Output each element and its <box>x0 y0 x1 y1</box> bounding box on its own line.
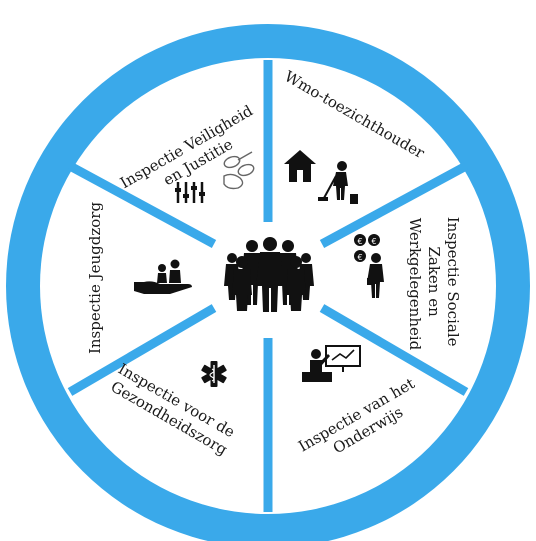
segment-label-szw: Inspectie Sociale Zaken en Werkgelegenhe… <box>406 217 462 352</box>
segment-label-jz: Inspectie Jeugdzorg <box>86 202 104 354</box>
star-of-life-icon <box>201 361 227 387</box>
svg-text:€: € <box>357 237 362 246</box>
divider-top-left <box>67 162 217 248</box>
svg-text:€: € <box>357 253 362 262</box>
divider-bottom-left <box>67 304 217 396</box>
segment-dividers <box>67 60 469 512</box>
house-and-cleaner-icon <box>284 150 358 204</box>
teacher-at-board-icon <box>302 345 361 382</box>
divider-bottom-right <box>319 304 469 396</box>
coins-and-worker-icon: € € € <box>354 234 384 298</box>
svg-text:€: € <box>371 237 376 246</box>
hand-holding-family-icon <box>134 259 192 294</box>
divider-top-right <box>319 162 469 248</box>
scales-and-handcuffs-icon <box>175 151 255 203</box>
group-of-people-icon <box>224 237 314 312</box>
